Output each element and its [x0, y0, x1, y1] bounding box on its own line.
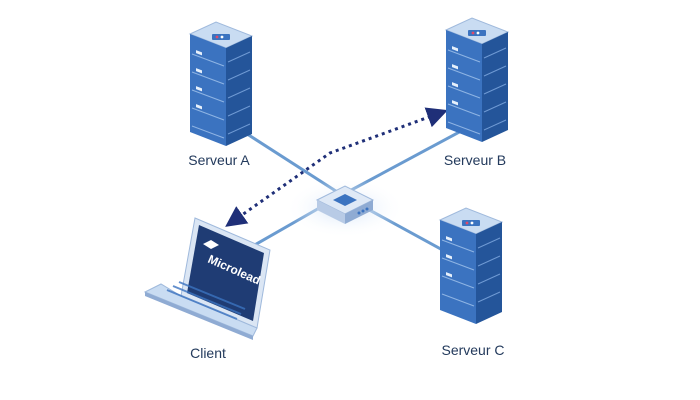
label-server-c: Serveur C [441, 342, 505, 358]
laptop-icon: Microlead [143, 217, 271, 340]
label-server-b: Serveur B [443, 152, 507, 168]
server-c-icon [438, 207, 504, 324]
server-b-icon [444, 17, 510, 142]
server-a-icon [188, 21, 254, 146]
label-client: Client [190, 345, 226, 361]
label-server-a: Serveur A [188, 152, 250, 168]
link-client-server-b-dotted [225, 107, 448, 227]
network-switch [285, 178, 405, 238]
logo-cap-icon [203, 240, 219, 249]
